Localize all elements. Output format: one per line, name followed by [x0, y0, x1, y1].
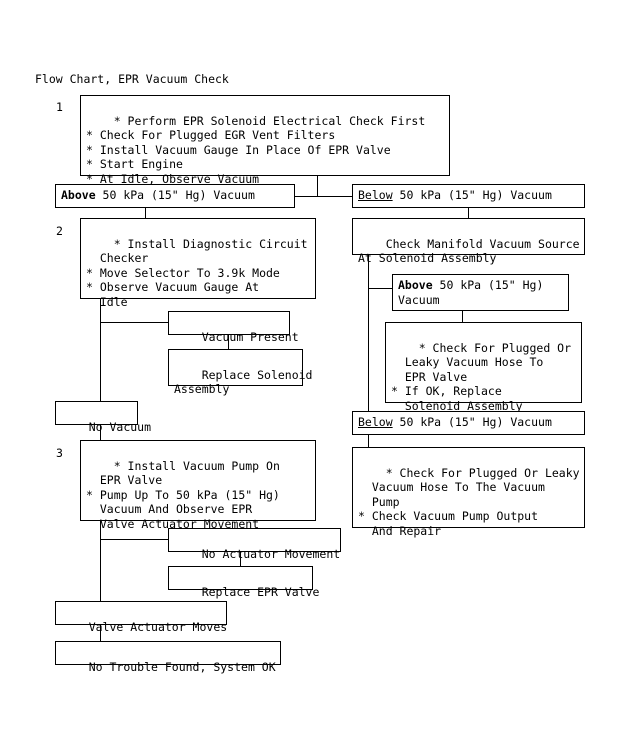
node-hose-epr-valve[interactable]: * Check For Plugged Or Leaky Vacuum Hose… [385, 322, 582, 413]
below-1-rest: 50 kPa (15" Hg) Vacuum [392, 188, 552, 202]
node-step1[interactable]: * Perform EPR Solenoid Electrical Check … [80, 95, 450, 186]
node-no-vacuum[interactable]: No Vacuum [55, 401, 151, 434]
node-replace-solenoid-text: Replace Solenoid Assembly [174, 367, 313, 397]
node-no-actuator-movement[interactable]: No Actuator Movement [168, 528, 341, 561]
node-no-vacuum-text: No Vacuum [88, 419, 152, 434]
connector-step2-vacpresent [100, 322, 168, 323]
connector-noactuator-replaceepr [240, 552, 241, 566]
node-step3[interactable]: * Install Vacuum Pump On EPR Valve * Pum… [80, 440, 316, 531]
connector-step3-spine [100, 521, 101, 605]
connector-valvemoves-notrouble [100, 625, 101, 641]
node-replace-epr-valve-text: Replace EPR Valve [201, 584, 320, 599]
page-title: Flow Chart, EPR Vacuum Check [35, 72, 229, 86]
node-above-1[interactable]: Above 50 kPa (15" Hg) Vacuum [55, 184, 295, 208]
node-valve-actuator-moves-text: Valve Actuator Moves [88, 619, 228, 634]
step-number-3: 3 [56, 446, 63, 460]
node-valve-actuator-moves[interactable]: Valve Actuator Moves [55, 601, 227, 634]
node-vacuum-present-text: Vacuum Present [201, 329, 299, 344]
node-step1-text: * Perform EPR Solenoid Electrical Check … [86, 113, 426, 186]
node-check-manifold-text: Check Manifold Vacuum Source At Solenoid… [358, 236, 580, 266]
step-number-1: 1 [56, 100, 63, 114]
node-hose-vacuum-pump-text: * Check For Plugged Or Leaky Vacuum Hose… [358, 465, 580, 538]
above-2-keyword: Above [398, 278, 433, 292]
connector-vacpresent-replacesol [228, 335, 229, 349]
node-step2[interactable]: * Install Diagnostic Circuit Checker * M… [80, 218, 316, 309]
connector-manifold-spine [368, 255, 369, 423]
below-2-rest: 50 kPa (15" Hg) Vacuum [392, 415, 552, 429]
node-no-trouble-found-text: No Trouble Found, System OK [88, 659, 276, 674]
node-step2-text: * Install Diagnostic Circuit Checker * M… [86, 236, 308, 309]
connector-below1-manifold [468, 208, 469, 218]
node-replace-epr-valve[interactable]: Replace EPR Valve [168, 566, 319, 599]
node-no-actuator-movement-text: No Actuator Movement [201, 546, 341, 561]
connector-step3-noactuator [100, 539, 168, 540]
node-below-1[interactable]: Below 50 kPa (15" Hg) Vacuum [352, 184, 585, 208]
node-no-trouble-found[interactable]: No Trouble Found, System OK [55, 641, 281, 674]
node-check-manifold[interactable]: Check Manifold Vacuum Source At Solenoid… [352, 218, 585, 265]
connector-step1-down [317, 176, 318, 196]
node-below-2[interactable]: Below 50 kPa (15" Hg) Vacuum [352, 411, 585, 435]
node-hose-vacuum-pump[interactable]: * Check For Plugged Or Leaky Vacuum Hose… [352, 447, 585, 538]
connector-step2-spine [100, 299, 101, 401]
node-vacuum-present[interactable]: Vacuum Present [168, 311, 299, 344]
above-1-rest: 50 kPa (15" Hg) Vacuum [95, 188, 255, 202]
connector-split-top [295, 196, 375, 197]
connector-manifold-above2 [368, 288, 392, 289]
below-keyword: Below [358, 188, 393, 202]
node-replace-solenoid[interactable]: Replace Solenoid Assembly [168, 349, 312, 396]
connector-below2-hose-pump [368, 435, 369, 447]
connector-above2-hose [462, 311, 463, 322]
above-keyword: Above [61, 188, 96, 202]
above-2-rest: 50 kPa (15" Hg) Vacuum [398, 278, 544, 307]
node-hose-epr-valve-text: * Check For Plugged Or Leaky Vacuum Hose… [391, 340, 572, 413]
step-number-2: 2 [56, 224, 63, 238]
node-step3-text: * Install Vacuum Pump On EPR Valve * Pum… [86, 458, 280, 531]
below-2-keyword: Below [358, 415, 393, 429]
connector-above1-step2 [145, 208, 146, 218]
node-above-2[interactable]: Above 50 kPa (15" Hg) Vacuum [392, 274, 569, 311]
connector-novacuum-step3 [100, 425, 101, 440]
